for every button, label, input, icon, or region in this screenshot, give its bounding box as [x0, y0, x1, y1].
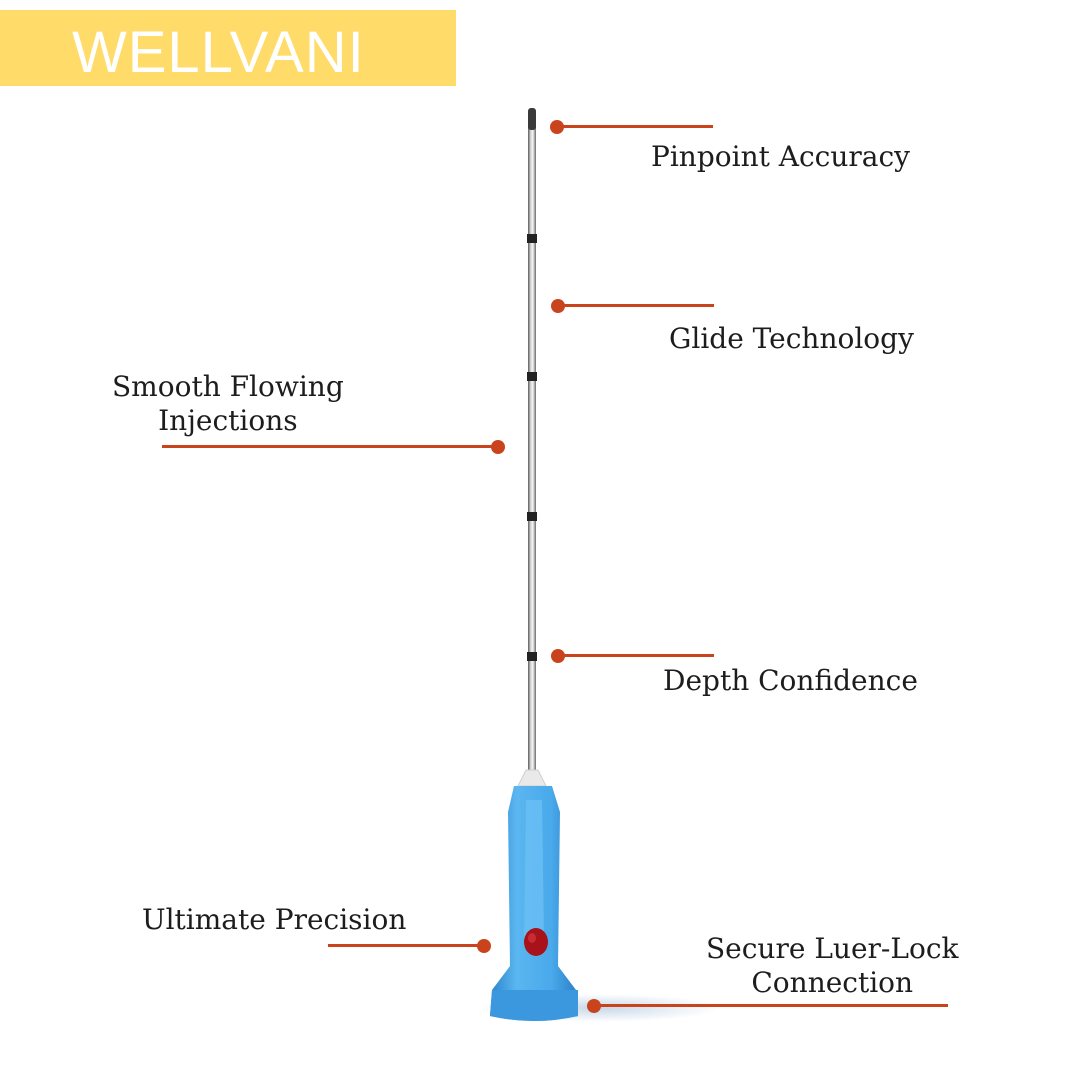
smooth-callout-line: [162, 445, 498, 448]
depth-callout-line: [558, 654, 714, 657]
depth-mark: [527, 372, 537, 381]
precision-callout-line: [328, 944, 484, 947]
smooth-callout-dot: [491, 440, 505, 454]
depth-mark: [527, 234, 537, 243]
needle-tip: [528, 108, 536, 130]
ultimate-precision-label: Ultimate Precision: [142, 903, 407, 936]
needle-collar: [517, 769, 547, 787]
hub-flange: [490, 990, 578, 1021]
brand-banner: WELLVANI: [0, 10, 456, 86]
luer-lock-line1: Secure Luer-Lock: [706, 932, 959, 965]
pinpoint-callout-line: [557, 125, 713, 128]
luer-callout-line: [594, 1004, 948, 1007]
window-highlight: [528, 933, 536, 943]
flashback-window: [524, 928, 548, 956]
smooth-flowing-line2: Injections: [158, 404, 298, 437]
glide-technology-label: Glide Technology: [669, 322, 914, 355]
brand-logo-text: WELLVANI: [72, 20, 365, 85]
luer-lock-line2: Connection: [751, 966, 914, 999]
depth-mark: [527, 652, 537, 661]
smooth-flowing-label: Smooth Flowing Injections: [112, 370, 344, 438]
needle-shaft: [528, 112, 536, 776]
precision-callout-dot: [477, 939, 491, 953]
pinpoint-accuracy-label: Pinpoint Accuracy: [651, 140, 910, 173]
depth-confidence-label: Depth Confidence: [663, 664, 918, 697]
depth-mark: [527, 512, 537, 521]
glide-callout-line: [558, 304, 714, 307]
luer-lock-label: Secure Luer-Lock Connection: [706, 932, 958, 1000]
smooth-flowing-line1: Smooth Flowing: [112, 370, 344, 403]
hub-rib: [524, 800, 544, 940]
